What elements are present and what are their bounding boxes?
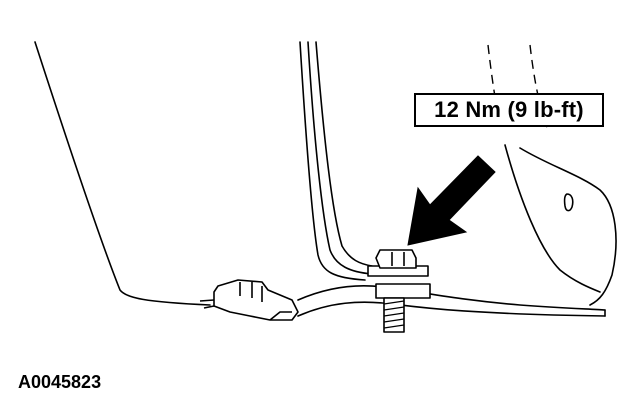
bolt-icon (367, 249, 431, 333)
pillar-line-mid (307, 41, 373, 275)
torque-spec-label: 12 Nm (9 lb-ft) (414, 93, 604, 127)
bottom-flange-line (297, 284, 606, 311)
panel-slot (563, 193, 574, 212)
figure-id-label: A0045823 (18, 372, 102, 392)
right-inner-panel (504, 144, 601, 293)
bolt-nut (375, 283, 431, 299)
clip-body (213, 279, 299, 321)
right-panel-curve (519, 147, 617, 306)
pointer-arrow-icon (407, 155, 496, 246)
fastener-clip-icon (199, 279, 299, 321)
left-panel-outline (34, 41, 211, 306)
bolt-head (375, 249, 417, 269)
pillar-line-outer (299, 41, 366, 281)
hidden-line-1 (487, 44, 501, 126)
bottom-flange-lower (297, 301, 606, 317)
pillar-line-inner (315, 41, 373, 267)
